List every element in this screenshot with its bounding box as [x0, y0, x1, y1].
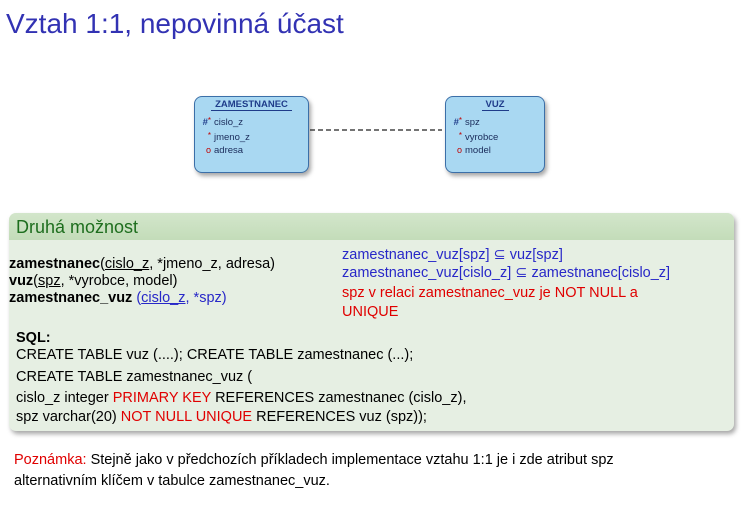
relationship-line: [310, 129, 442, 131]
entity-title: ZAMESTNANEC: [211, 99, 292, 111]
entity-title: VUZ: [481, 99, 509, 111]
page-title: Vztah 1:1, nepovinná účast: [6, 8, 344, 39]
relation-zamestnanec: zamestnanec(cislo_z, *jmeno_z, adresa): [9, 256, 275, 272]
option-block: Druhá možnost zamestnanec(cislo_z, *jmen…: [9, 213, 734, 431]
note: Poznámka: Stejně jako v předchozích přík…: [14, 450, 614, 492]
sql-line-1: CREATE TABLE vuz (....); CREATE TABLE za…: [16, 347, 414, 363]
attribute-name: vyrobce: [465, 132, 499, 143]
attribute-name: adresa: [214, 145, 244, 156]
sql-line-3: cislo_z integer PRIMARY KEY REFERENCES z…: [16, 390, 467, 406]
attribute-row: #*spz: [453, 116, 480, 128]
sql-line-4: spz varchar(20) NOT NULL UNIQUE REFERENC…: [16, 409, 427, 425]
constraint-1: zamestnanec_vuz[spz] ⊆ vuz[spz]: [342, 247, 563, 263]
relation-vuz: vuz(spz, *vyrobce, model): [9, 273, 178, 289]
attribute-name: cislo_z: [214, 117, 244, 128]
attribute-row: *jmeno_z: [207, 131, 250, 143]
constraint-3-cont: UNIQUE: [342, 304, 399, 320]
note-line-2: alternativním klíčem v tabulce zamestnan…: [14, 473, 330, 489]
constraint-2: zamestnanec_vuz[cislo_z] ⊆ zamestnanec[c…: [342, 265, 671, 281]
relation-zamestnanec-vuz: zamestnanec_vuz (cislo_z, *spz): [9, 290, 227, 306]
note-line-1: Poznámka: Stejně jako v předchozích přík…: [14, 452, 614, 468]
sql-label: SQL:: [16, 330, 51, 346]
attribute-name: spz: [465, 117, 480, 128]
attribute-name: model: [465, 145, 491, 156]
note-label: Poznámka:: [14, 452, 87, 468]
constraint-3: spz v relaci zamestnanec_vuz je NOT NULL…: [342, 285, 638, 301]
attribute-row: *vyrobce: [458, 131, 499, 143]
attribute-name: jmeno_z: [214, 132, 250, 143]
block-heading: Druhá možnost: [9, 213, 734, 240]
attribute-row: #*cislo_z: [202, 116, 244, 128]
sql-line-2: CREATE TABLE zamestnanec_vuz (: [16, 369, 253, 385]
